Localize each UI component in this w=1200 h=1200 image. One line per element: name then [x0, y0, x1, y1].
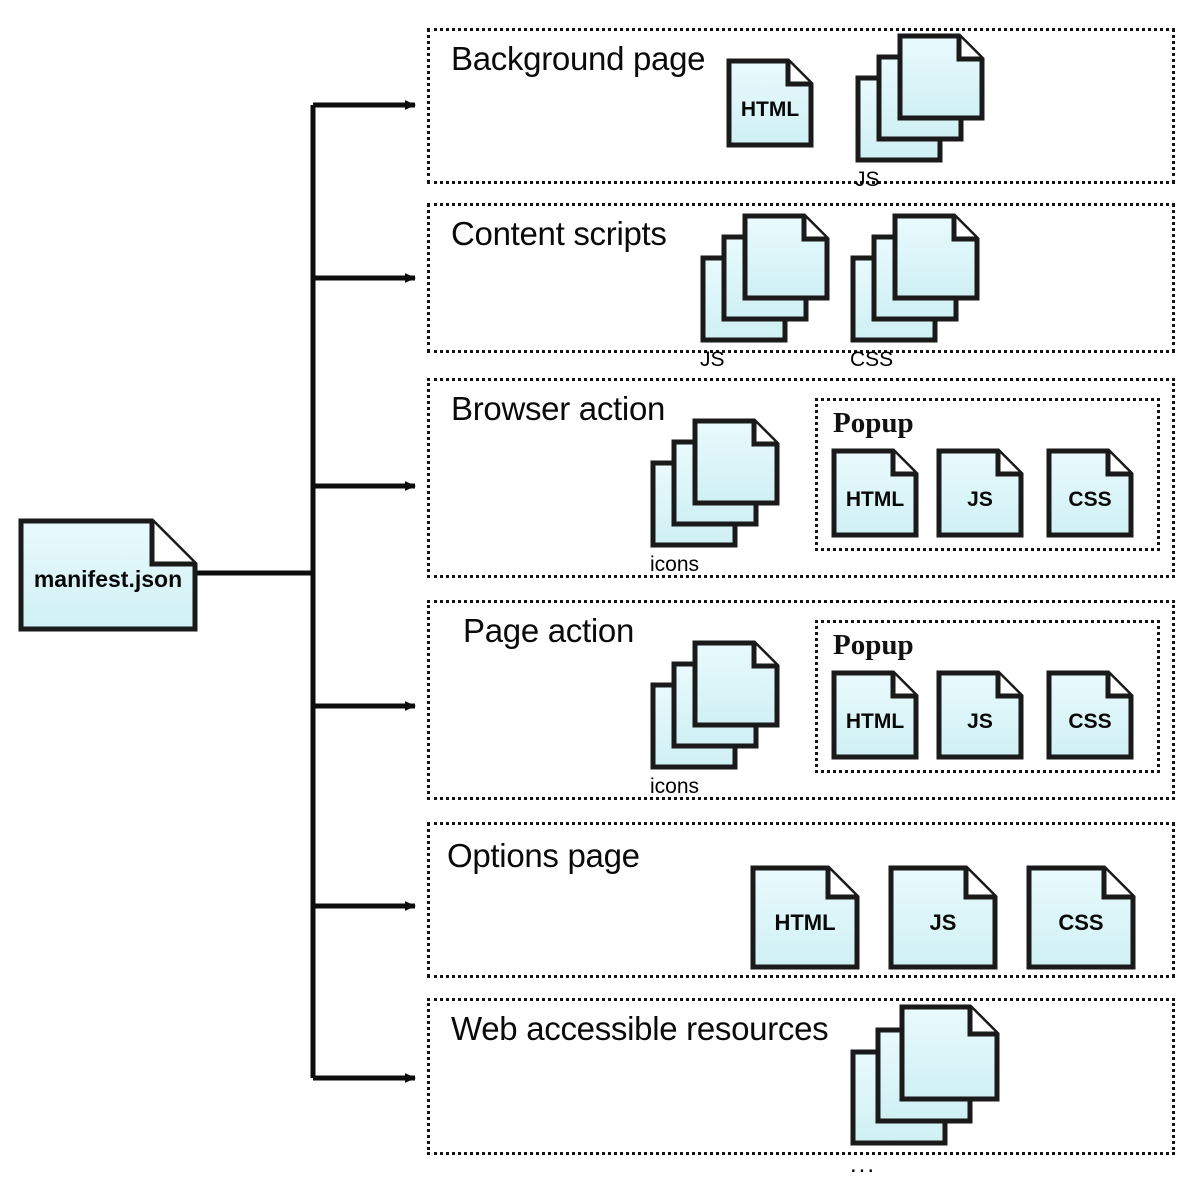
doc-label-icons: icons	[650, 553, 700, 576]
doc-css-page-popup[interactable]: CSS	[1046, 670, 1134, 760]
doc-label-css: CSS	[850, 348, 894, 371]
doc-html-page-popup[interactable]: HTML	[831, 670, 919, 760]
section-web-accessible-resources[interactable]	[427, 998, 1175, 1155]
section-title-browser-action: Browser action	[451, 390, 666, 427]
doc-stack-js-background[interactable]: JS	[855, 33, 985, 191]
doc-label-js: JS	[700, 348, 725, 371]
doc-css-browser-popup[interactable]: CSS	[1046, 448, 1134, 538]
popup-title-browser-action: Popup	[833, 407, 914, 439]
doc-html-browser-popup[interactable]: HTML	[831, 448, 919, 538]
section-title-background-page: Background page	[451, 40, 706, 77]
doc-label-icons: icons	[650, 775, 700, 798]
doc-stack-icons-page-action[interactable]: icons	[650, 640, 780, 798]
section-title-web-accessible-resources: Web accessible resources	[451, 1010, 829, 1047]
doc-label-ellipsis: ...	[850, 1151, 877, 1178]
doc-label-js: JS	[855, 168, 880, 191]
popup-title-page-action: Popup	[833, 629, 914, 661]
doc-stack-icons-browser-action[interactable]: icons	[650, 418, 780, 576]
doc-js-options[interactable]: JS	[888, 865, 998, 970]
doc-js-browser-popup[interactable]: JS	[936, 448, 1024, 538]
section-title-options-page: Options page	[447, 837, 640, 874]
doc-css-options[interactable]: CSS	[1026, 865, 1136, 970]
doc-stack-web-resources[interactable]: ...	[850, 1004, 1000, 1178]
doc-stack-js-content[interactable]: JS	[700, 213, 830, 371]
doc-html-background[interactable]: HTML	[726, 58, 814, 148]
section-title-content-scripts: Content scripts	[451, 215, 667, 252]
manifest-json-node[interactable]: manifest.json	[18, 518, 198, 632]
section-title-page-action: Page action	[463, 612, 634, 649]
doc-stack-css-content[interactable]: CSS	[850, 213, 980, 371]
doc-html-options[interactable]: HTML	[750, 865, 860, 970]
doc-js-page-popup[interactable]: JS	[936, 670, 1024, 760]
